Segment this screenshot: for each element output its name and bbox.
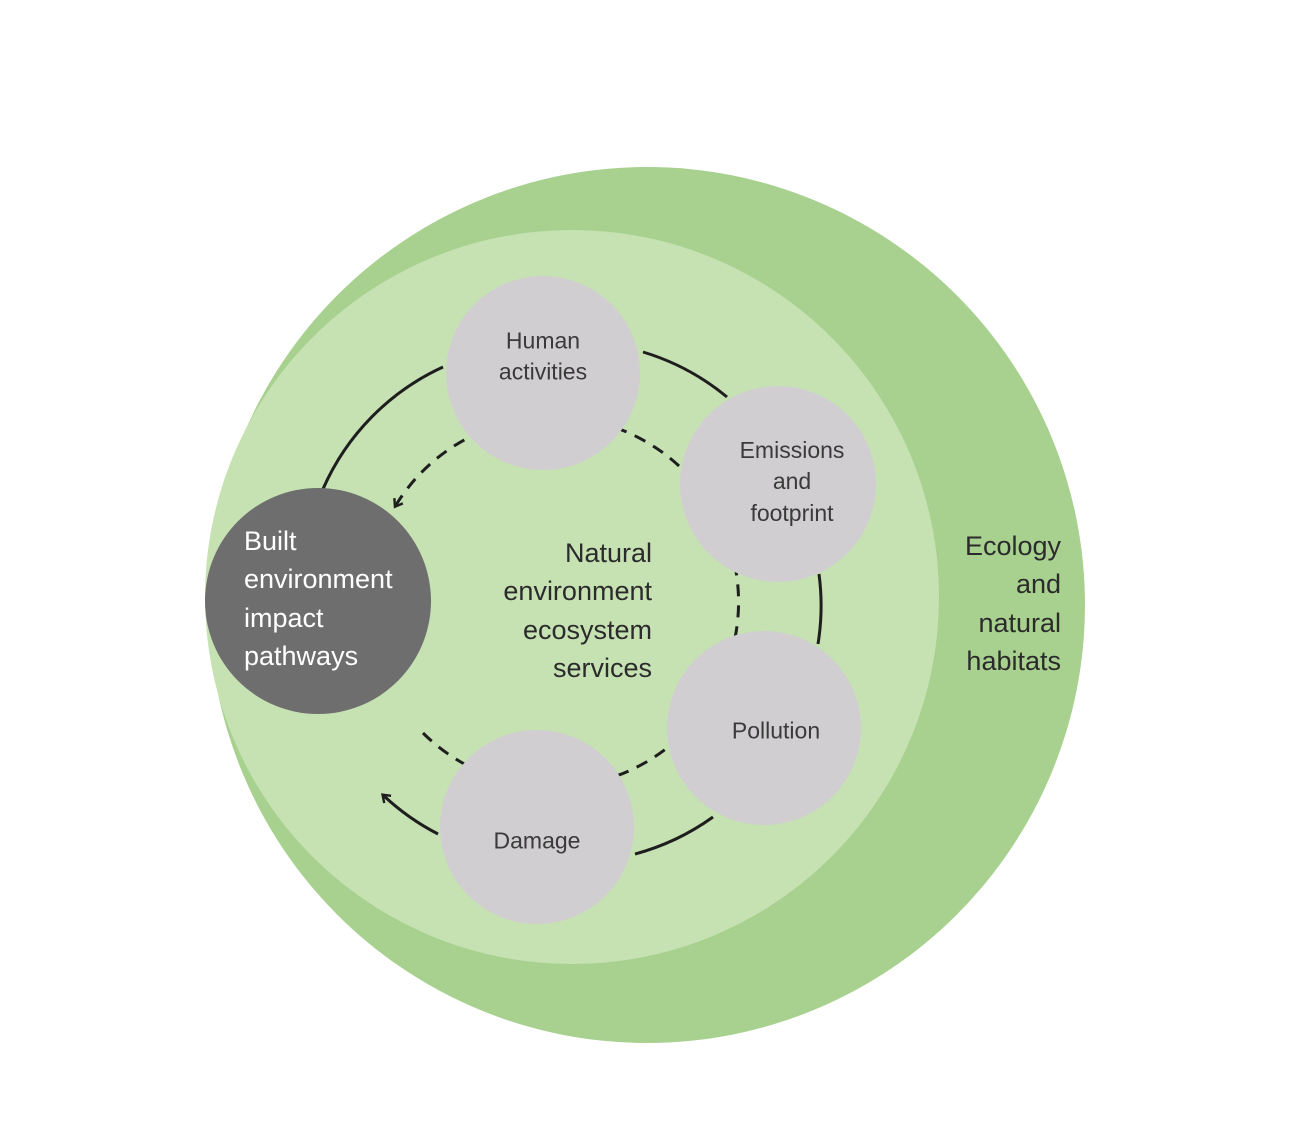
node-emissions-and-footprint <box>680 386 876 582</box>
ecology-label: Ecology and natural habitats <box>964 531 1061 676</box>
node-label-pollution: Pollution <box>731 717 821 744</box>
natural-environment-label: Natural environment ecosystem services <box>503 538 652 683</box>
arc-emissions-to-pollution <box>816 573 823 645</box>
node-label-emissions-and-footprint: Emissions and footprint <box>739 437 845 526</box>
node-pollution <box>667 631 861 825</box>
node-label-damage: Damage <box>493 827 581 854</box>
arc-pollution-to-damage <box>634 815 714 856</box>
arc-built-to-human <box>321 365 444 490</box>
node-built-environment <box>205 488 431 714</box>
arc-damage-to-built <box>381 793 439 836</box>
node-human-activities <box>446 276 640 470</box>
node-damage <box>440 730 634 924</box>
built-environment-label: Built environment impact pathways <box>244 526 393 671</box>
arc-human-to-emissions <box>642 350 728 399</box>
node-label-human-activities: Human activities <box>498 327 588 385</box>
